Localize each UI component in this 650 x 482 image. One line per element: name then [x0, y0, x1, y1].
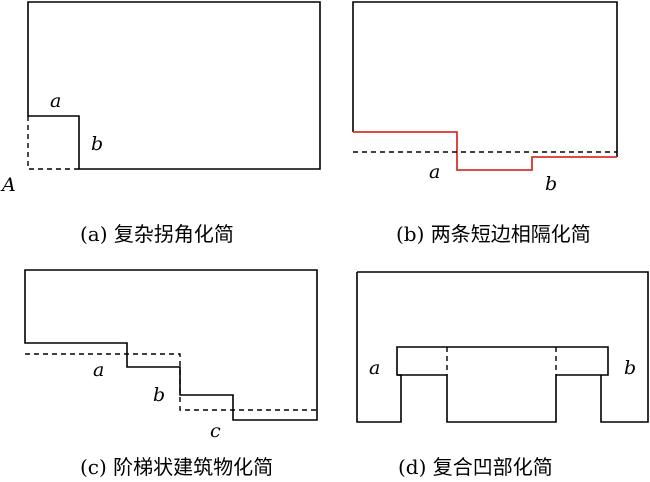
panel-b-label-b: b: [545, 173, 557, 195]
panel-a-caption: (a) 复杂拐角化简: [80, 222, 234, 246]
panel-a-simplified-corner: [27, 116, 79, 170]
panel-d-label-b: b: [624, 357, 636, 379]
panel-c-label-c: c: [210, 420, 221, 442]
panel-c-caption: (c) 阶梯状建筑物化简: [80, 455, 273, 479]
panel-c: a b c (c) 阶梯状建筑物化简: [24, 269, 318, 479]
panel-d-outline-left-leg: [356, 272, 402, 423]
panel-d: a b (d) 复合凹部化简: [356, 271, 649, 479]
panel-c-label-a: a: [93, 359, 104, 381]
panel-a-corner-label: A: [0, 174, 16, 196]
panel-d-caption: (d) 复合凹部化简: [398, 455, 553, 479]
panel-c-label-b: b: [153, 384, 165, 406]
panel-b-outline: [352, 1, 618, 157]
panel-b: a b (b) 两条短边相隔化简: [352, 1, 618, 246]
panel-a-outline: [27, 1, 321, 170]
panel-b-caption: (b) 两条短边相隔化简: [396, 222, 591, 246]
panel-a-label-a: a: [50, 90, 61, 112]
panel-d-outline: [357, 271, 649, 423]
panel-b-original-boundary: [353, 131, 617, 171]
panel-c-simplified-steps: [25, 353, 317, 411]
panel-b-label-a: a: [429, 161, 440, 183]
panel-d-label-a: a: [369, 357, 380, 379]
panel-c-outline: [24, 269, 318, 421]
panel-a-label-b: b: [91, 133, 103, 155]
panel-a: a b A (a) 复杂拐角化简: [0, 1, 321, 246]
